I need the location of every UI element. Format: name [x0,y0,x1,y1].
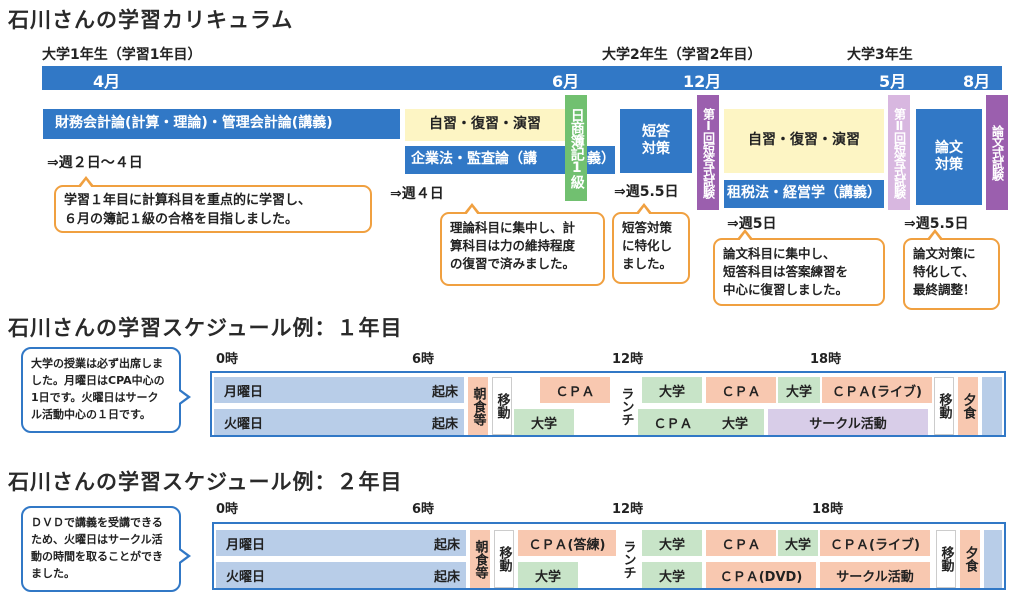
self-study-block-1: 自習・復習・演習 [405,109,565,141]
timeline-bar [42,66,1002,90]
period-label: ⇒週４日 [390,186,444,202]
dinner-cell: 夕食 [960,530,980,588]
dinner-cell: 夕食 [958,377,978,435]
tax-business-block: 租税法・経営学（講義） [724,180,884,208]
essay-exam-block: 論文式試験 [986,95,1008,210]
cpa-cell: ＣＰＡ [706,377,776,403]
schedule1-note: 大学の授業は必ず出席しま した。月曜日はCPA中心の 1日です。火曜日はサーク … [21,347,191,433]
period-label: ⇒週２日〜４日 [47,155,143,171]
lunch-cell: ランチ [616,377,636,435]
univ-cell: 大学 [778,530,818,556]
short-answer-prep-block: 短答 対策 [620,109,692,173]
univ-cell: 大学 [514,409,574,435]
cpa-dvd-cell: ＣＰＡ(DVD) [706,562,816,588]
note-short-answer: 短答対策 に特化し ました。 [612,203,690,284]
wake-label: 起床 [422,377,464,403]
short-answer-exam-2-block: 第Ⅱ回短答式試験 [888,95,910,210]
year-label-3: 大学3年生 [847,47,913,63]
cpa-cell: ＣＰＡ [706,530,776,556]
schedule1-grid: 月曜日 起床 大学 ＣＰＡ ＣＰＡ 大学 ＣＰＡ(ライブ) 火曜日 起床 大学 … [210,371,1006,437]
move-cell: 移動 [494,530,514,588]
essay-prep-block: 論文 対策 [916,109,982,205]
period-label: ⇒週5日 [727,216,777,232]
month-label: 8月 [963,72,991,91]
univ-cell: 大学 [642,530,702,556]
wake-label: 起床 [424,530,466,556]
schedule2-grid: 月曜日 起床 ＣＰＡ(答練) 大学 ＣＰＡ 大学 ＣＰＡ(ライブ) 火曜日 起床… [212,522,1006,590]
year-label-1: 大学1年生（学習1年目） [42,47,202,63]
cpa-live-cell: ＣＰＡ(ライブ) [820,530,930,556]
corp-law-block-end: 義） [587,146,615,174]
hour-tick: 18時 [812,502,844,517]
cpa-cell: ＣＰＡ(答練) [518,530,616,556]
month-label: 12月 [683,72,722,91]
univ-cell: 大学 [518,562,578,588]
hour-tick: 18時 [810,352,842,367]
cpa-cell: ＣＰＡ [540,377,610,403]
month-label: 5月 [879,72,907,91]
sleep-cell [982,377,1002,435]
breakfast-cell: 朝食等 [470,530,490,588]
curriculum-title: 石川さんの学習カリキュラム [8,8,294,32]
cpa-cell: ＣＰＡ [638,409,708,435]
note-theory: 理論科目に集中し、計 算科目は力の維持程度 の復習で済みました。 [440,203,605,286]
univ-cell: 大学 [778,377,820,403]
hour-tick: 6時 [412,352,435,367]
sleep-cell [984,530,1002,588]
schedule2-title: 石川さんの学習スケジュール例：２年目 [8,470,403,494]
lunch-cell: ランチ [618,530,638,588]
bookkeeping-exam-block: 日商簿記1級 [565,95,587,201]
accounting-block: 財務会計論(計算・理論)・管理会計論(講義) [43,109,400,139]
univ-cell: 大学 [642,377,702,403]
note-essay-focus: 論文科目に集中し、 短答科目は答案練習を 中心に復習しました。 [713,229,885,306]
schedule2-note: ＤＶＤで講義を受講できる ため、火曜日はサークル活 動の時間を取ることができ ま… [21,506,191,592]
note-year1: 学習１年目に計算科目を重点的に学習し、 ６月の簿記１級の合格を目指しました。 [54,176,372,233]
cpa-live-cell: ＣＰＡ(ライブ) [822,377,932,403]
hour-tick: 12時 [612,502,644,517]
club-cell: サークル活動 [820,562,930,588]
hour-tick: 6時 [412,502,435,517]
schedule1-title: 石川さんの学習スケジュール例：１年目 [8,316,403,340]
breakfast-cell: 朝食等 [468,377,488,435]
short-answer-exam-1-block: 第Ⅰ回短答式試験 [697,95,719,210]
month-label: 4月 [93,72,121,91]
move-cell: 移動 [936,530,956,588]
period-label: ⇒週5.5日 [614,184,679,200]
hour-tick: 12時 [612,352,644,367]
hour-tick: 0時 [216,352,239,367]
month-label: 6月 [552,72,580,91]
year-label-2: 大学2年生（学習2年目） [602,47,762,63]
wake-label: 起床 [424,562,466,588]
wake-label: 起床 [422,409,464,435]
club-cell: サークル活動 [768,409,928,435]
univ-cell: 大学 [642,562,702,588]
period-label: ⇒週5.5日 [904,216,969,232]
note-final: 論文対策に 特化して、 最終調整！ [903,229,1000,310]
move-cell: 移動 [492,377,512,435]
self-study-block-2: 自習・復習・演習 [724,109,884,173]
move-cell: 移動 [934,377,954,435]
hour-tick: 0時 [216,502,239,517]
univ-cell: 大学 [706,409,764,435]
corp-law-block: 企業法・監査論（講 [405,146,565,174]
